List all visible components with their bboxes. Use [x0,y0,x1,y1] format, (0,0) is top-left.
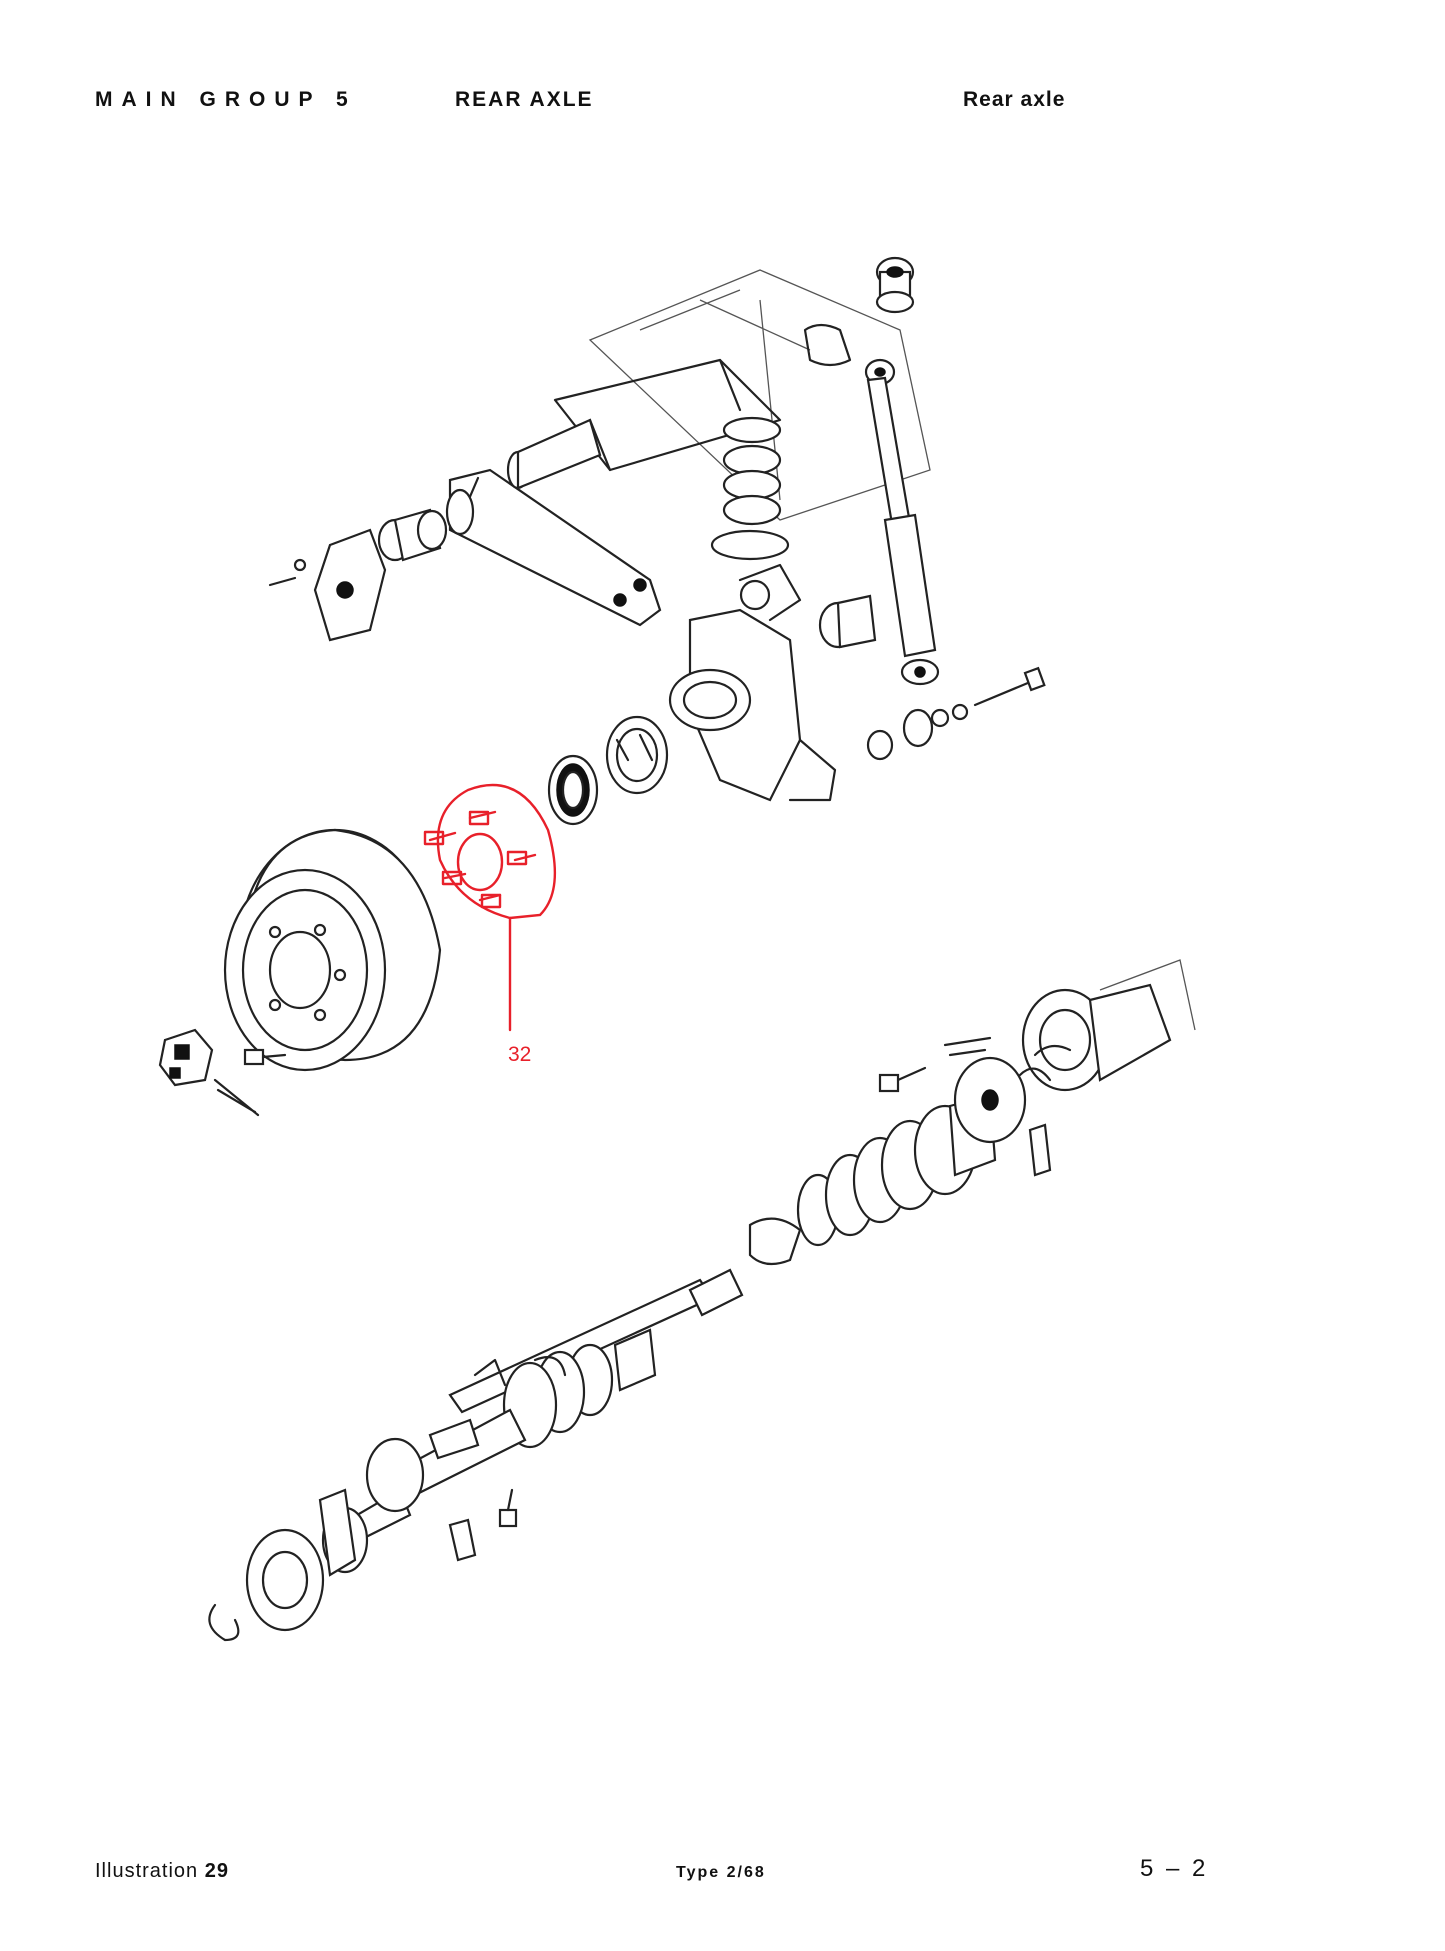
circlip-upper [1033,1044,1072,1057]
circlip-lower [208,1603,240,1642]
bolt-upper [878,1066,927,1093]
cv-flange-upper [943,1036,1027,1144]
bump-stop [710,416,790,561]
spring-plate [448,468,662,627]
diagonal-arm [668,563,837,802]
wheel-bolt [243,1048,287,1066]
cover-plate [268,528,387,642]
subsection-title: Rear axle [963,88,1066,111]
illustration-caption: Illustration 29 [95,1860,229,1883]
wheel-hub-highlight [423,783,557,1032]
oil-seal [547,754,599,826]
rubber-bushing-mid [818,594,877,649]
illustration-label: Illustration [95,1860,199,1882]
castle-nut [158,1028,214,1087]
clamp-lower [473,1356,567,1387]
shock-absorber [866,376,940,686]
callout-part-32: 32 [508,1043,532,1066]
shock-mount-top [803,323,896,386]
lock-plate-upper [1028,1123,1052,1177]
bolt-long [930,666,1046,728]
rubber-bushing-top [875,256,915,314]
section-title: REAR AXLE [455,88,594,111]
brake-drum [223,828,442,1072]
page-number: 5 – 2 [1140,1855,1209,1882]
clamp-upper [748,1217,802,1266]
vehicle-type: Type 2/68 [676,1864,766,1881]
wheel-bearing [605,715,669,795]
lock-plate-lower [448,1518,477,1562]
cotter-pin [213,1078,260,1117]
main-group-label: MAIN GROUP 5 [95,88,357,111]
torsion-bar-spline [445,418,602,536]
cv-flange-lower [365,1418,480,1513]
bolt-lower [498,1488,518,1528]
bushing-small [377,508,448,562]
illustration-number: 29 [204,1860,229,1882]
bushing-lower [866,708,934,761]
cv-boot-lower [502,1328,657,1449]
cv-joint-upper [1018,959,1196,1092]
cv-joint-lower [245,1488,369,1632]
